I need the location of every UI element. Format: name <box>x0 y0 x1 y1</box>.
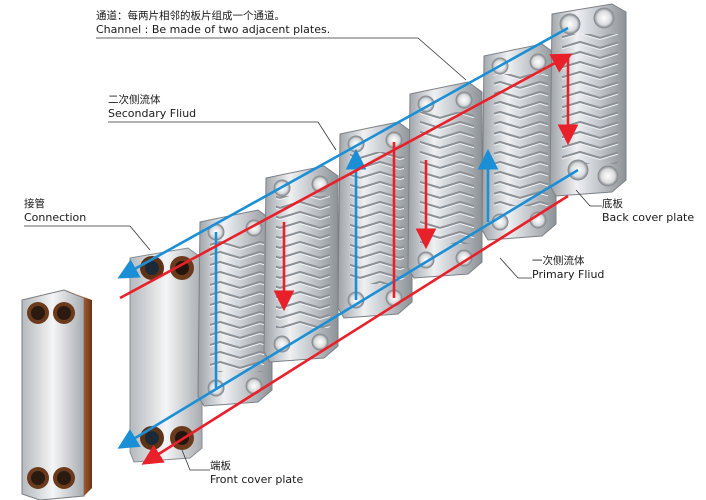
primary-fluid-label-zh: 一次侧流体 <box>532 255 585 267</box>
connection-label-en: Connection <box>24 211 87 224</box>
channel-plate-2 <box>263 165 339 363</box>
channel-plate-5 <box>481 43 557 241</box>
front-cover-plate-label-zh: 端板 <box>210 460 231 472</box>
plate-stack <box>197 3 627 407</box>
front-cover-plate-label-en: Front cover plate <box>210 473 304 486</box>
front-cover-plate-illustration <box>129 247 203 463</box>
back-cover-plate-label: 底板 Back cover plate <box>602 198 694 224</box>
connection-label-zh: 接管 <box>24 198 45 210</box>
secondary-flow-lines <box>117 26 579 449</box>
channel-label: 通道：每两片相邻的板片组成一个通道。 Channel : Be made of … <box>96 10 330 36</box>
secondary-fluid-label: 二次侧流体 Secondary Fliud <box>108 94 196 120</box>
connection-port-icon <box>27 302 75 489</box>
back-cover-plate-label-en: Back cover plate <box>602 211 695 224</box>
primary-fluid-label: 一次侧流体 Primary Fliud <box>532 255 604 281</box>
primary-fluid-label-en: Primary Fliud <box>532 268 605 281</box>
channel-plate-3 <box>337 121 413 319</box>
front-cover-plate-label: 端板 Front cover plate <box>210 460 303 486</box>
channel-label-en: Channel : Be made of two adjacent plates… <box>96 23 331 36</box>
assembled-exchanger-illustration <box>21 289 92 500</box>
back-cover-plate-label-zh: 底板 <box>602 198 623 210</box>
primary-flow-lines <box>119 53 579 465</box>
secondary-fluid-label-en: Secondary Fliud <box>108 107 197 120</box>
leader-lines <box>24 37 602 471</box>
connection-label: 接管 Connection <box>24 198 86 224</box>
channel-label-zh: 通道：每两片相邻的板片组成一个通道。 <box>96 10 285 22</box>
secondary-fluid-label-zh: 二次侧流体 <box>108 94 161 106</box>
